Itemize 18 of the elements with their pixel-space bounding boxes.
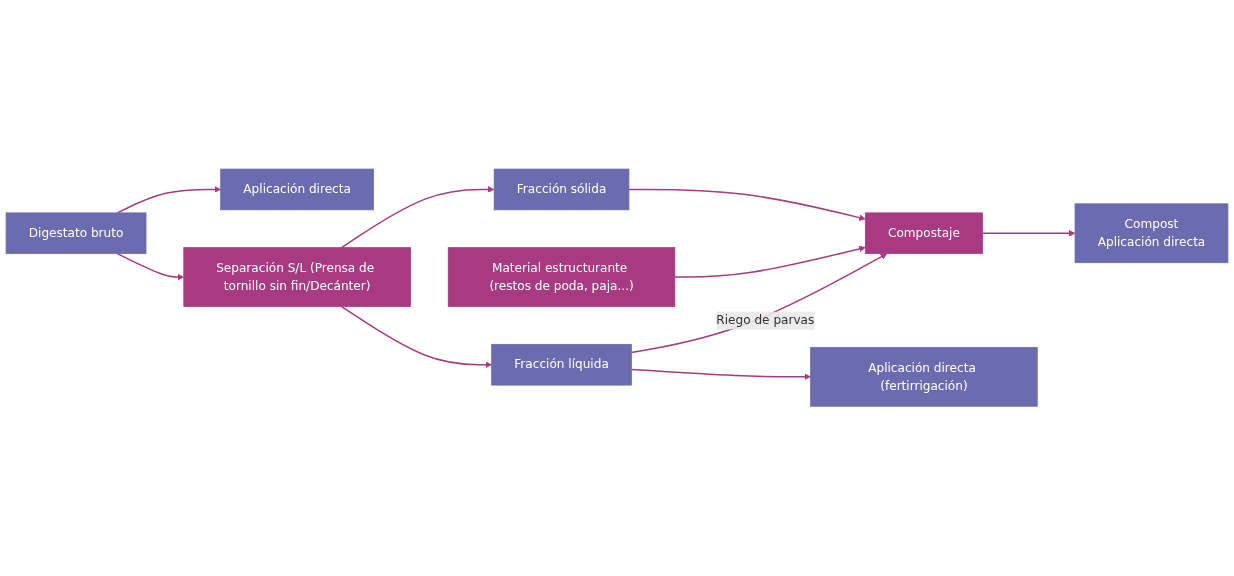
node-box: Separación S/L (Prensa de tornillo sin fin/Decánter)	[183, 247, 411, 308]
arrow	[340, 306, 492, 369]
arrow	[340, 186, 495, 249]
arrow	[116, 186, 221, 214]
edge-label: Riego de parvas	[716, 313, 815, 328]
arrow	[674, 245, 866, 279]
node-box: Fracción líquida	[491, 344, 632, 386]
node-box: Digestato bruto	[5, 212, 147, 255]
arrow	[630, 253, 888, 354]
node-box: Aplicación directa	[220, 169, 374, 211]
node-box: Fracción sólida	[493, 169, 630, 211]
node-box: Aplicación directa (fertirrigación)	[810, 347, 1038, 407]
arrow	[981, 230, 1076, 237]
node-box: Compostaje	[864, 212, 983, 255]
arrow	[628, 189, 866, 222]
node-box: Compost Aplicación directa	[1074, 203, 1229, 264]
node-box: Material estructurante (restos de poda, paja...)	[447, 247, 676, 308]
arrow	[630, 368, 811, 381]
